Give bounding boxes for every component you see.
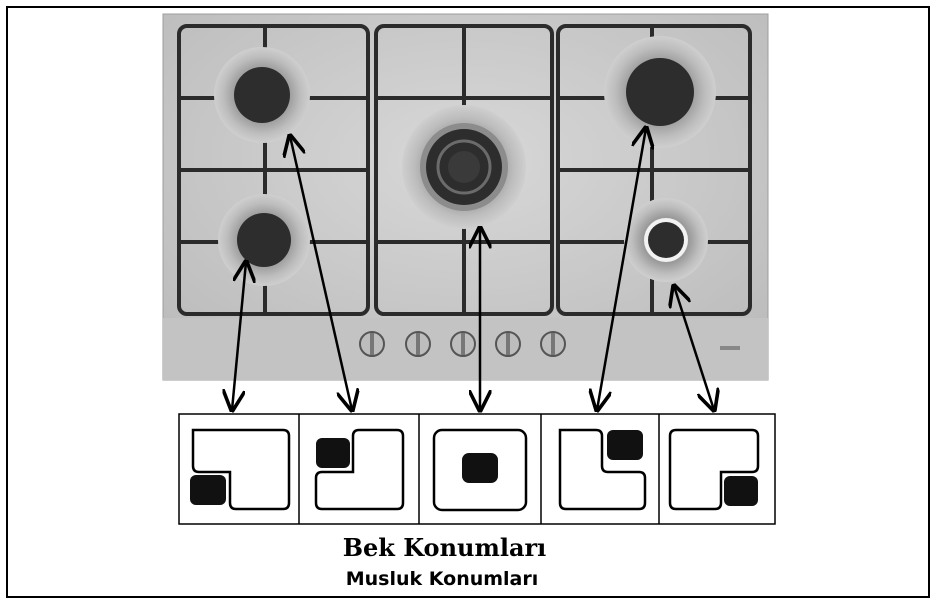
position-diagram-icon: [668, 428, 760, 511]
position-diagram-icon: [314, 428, 405, 511]
tap-positions-label: Musluk Konumları: [345, 568, 539, 590]
connector-arrows: [232, 128, 714, 410]
double-arrow-icon: [232, 262, 246, 410]
position-diagram-strip: [178, 413, 776, 525]
burner-left-front: [218, 194, 310, 286]
hob-photo: [162, 13, 769, 381]
burner-right-front: [624, 198, 708, 282]
burner-left-rear: [214, 47, 310, 143]
knob-icon: [495, 331, 521, 357]
burner-positions-label: Bek Konumları: [342, 533, 547, 562]
knob-icon: [405, 331, 431, 357]
burner-right-rear: [604, 36, 716, 148]
double-arrow-icon: [290, 136, 352, 410]
knob-icon: [359, 331, 385, 357]
double-arrow-icon: [597, 128, 646, 410]
position-diagram-icon: [190, 428, 291, 511]
position-diagram-icon: [558, 428, 647, 511]
knob-icon: [450, 331, 476, 357]
knob-icon: [540, 331, 566, 357]
position-diagram-icon: [432, 428, 528, 512]
burner-center: [402, 105, 526, 229]
double-arrow-icon: [674, 286, 714, 410]
